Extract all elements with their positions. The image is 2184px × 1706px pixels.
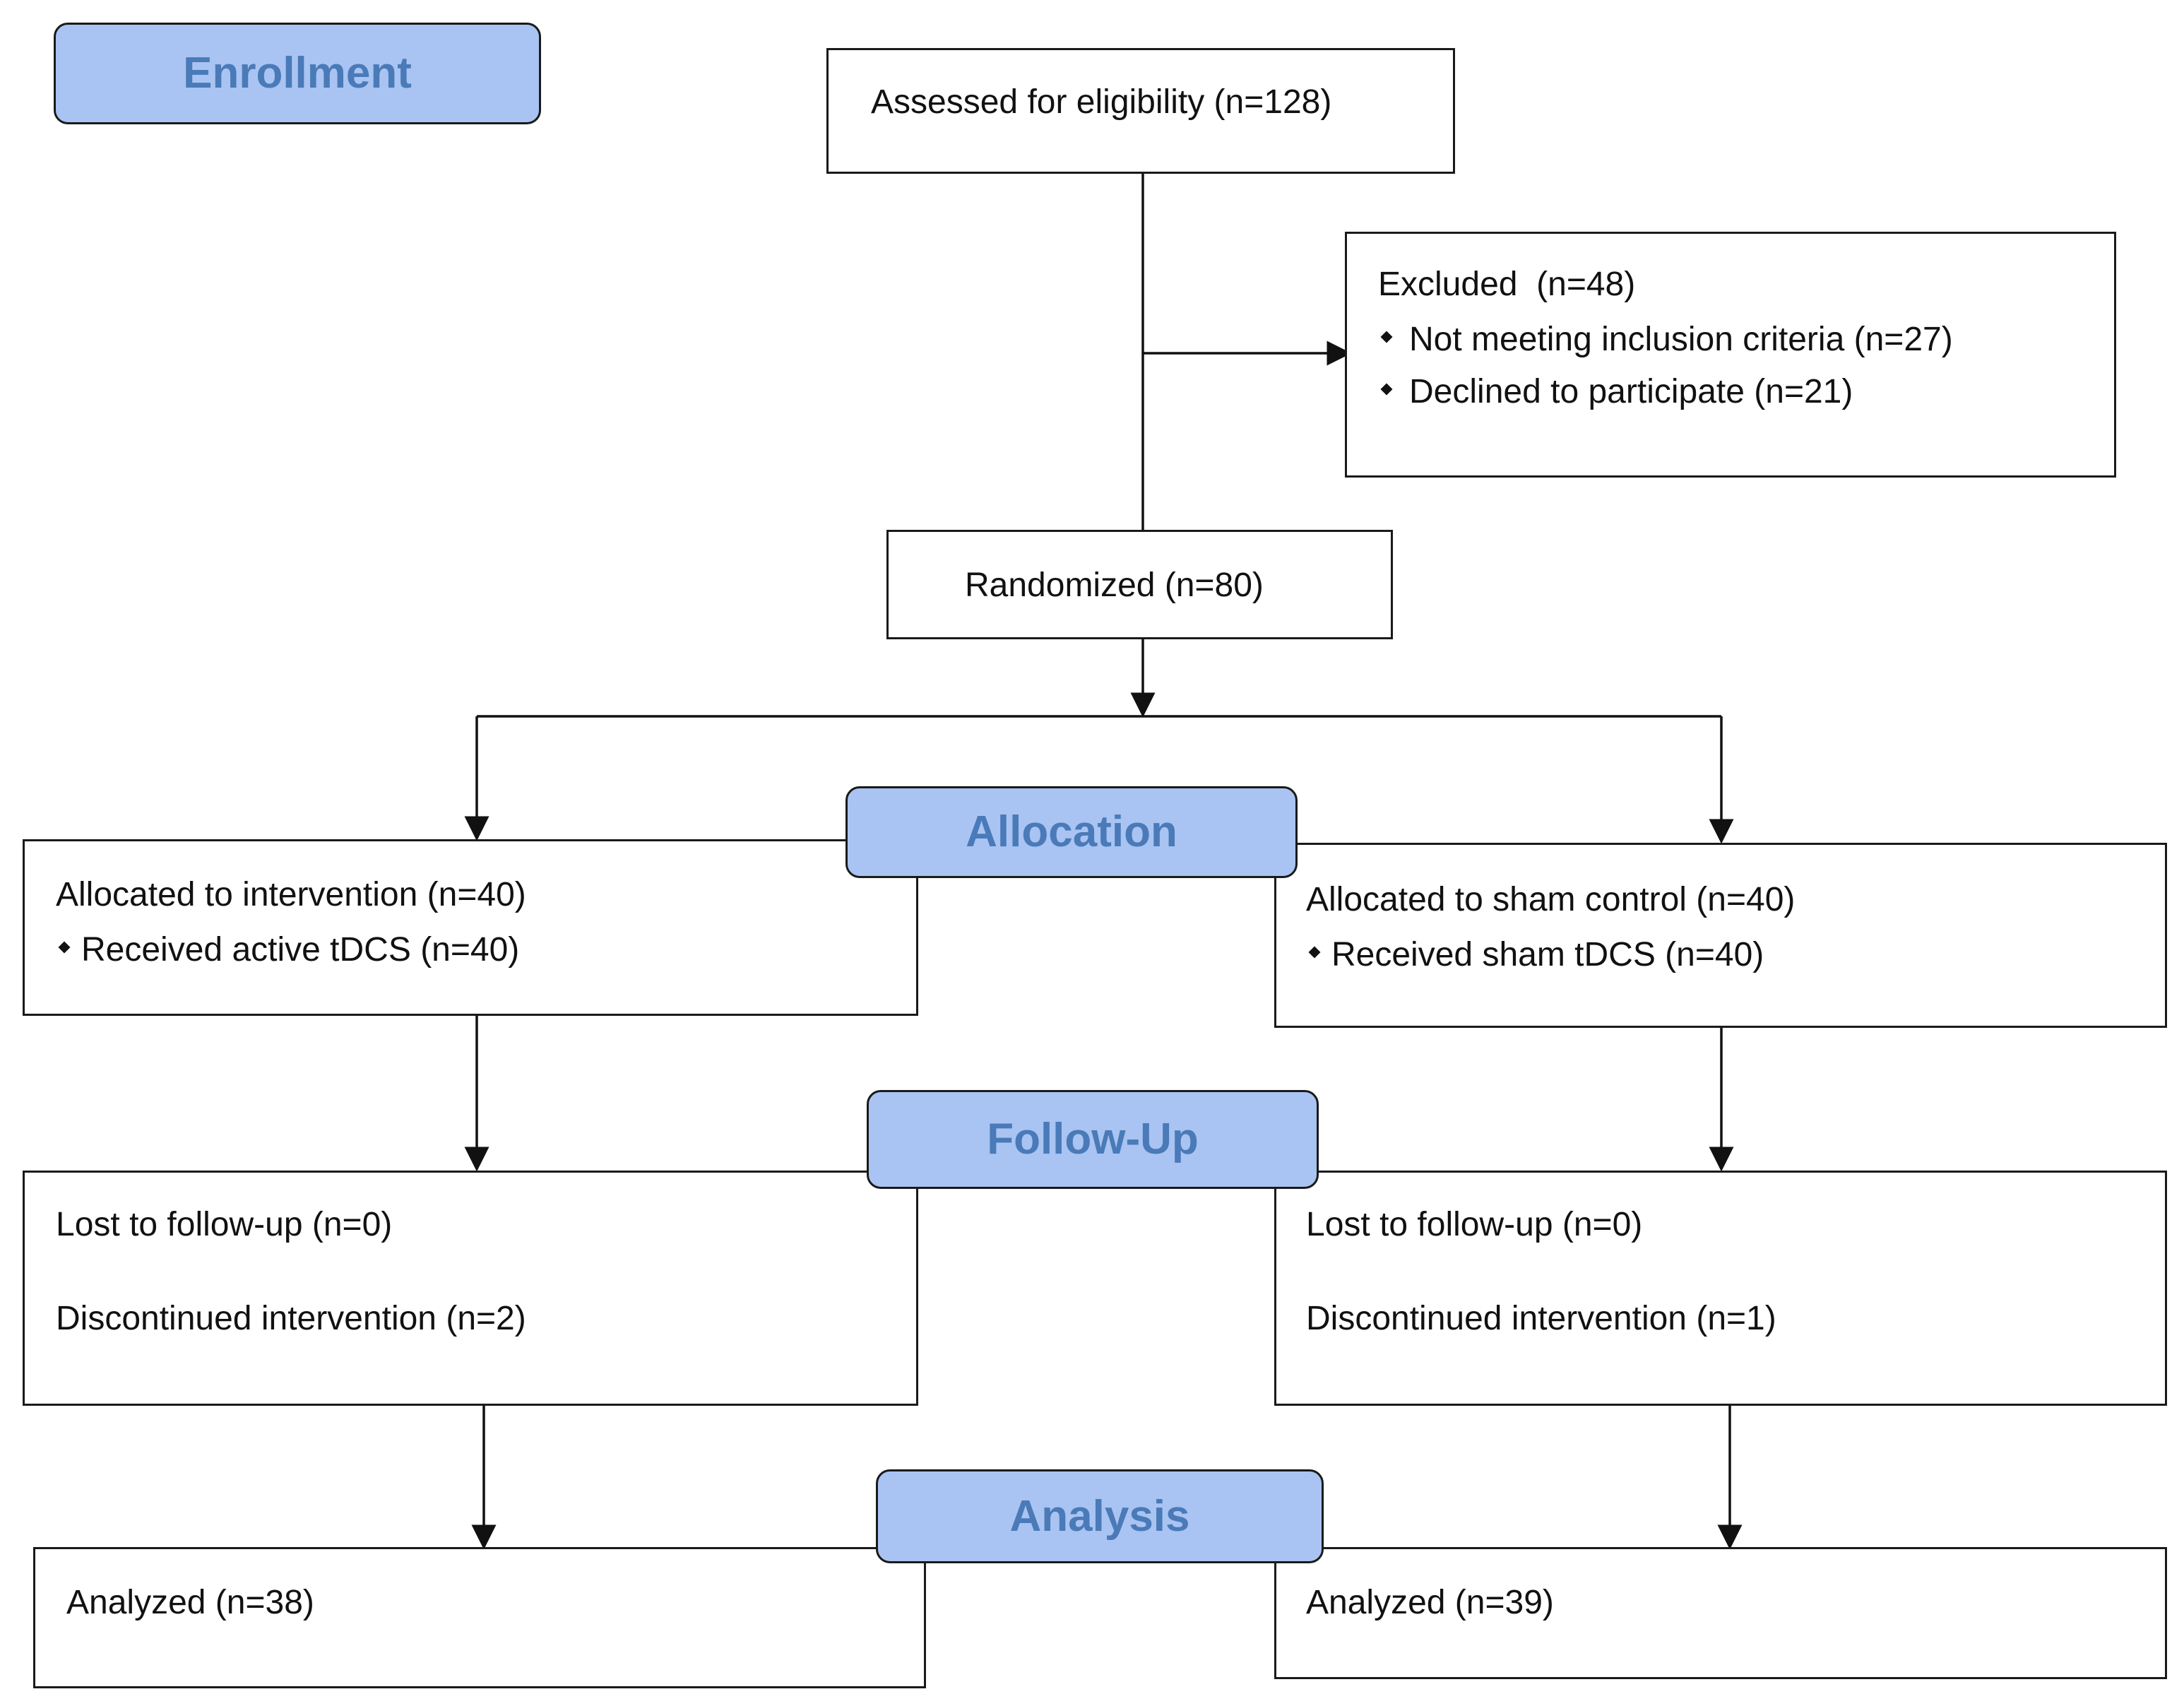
bullet-icon <box>1380 331 1393 343</box>
excluded-reason-text: Not meeting inclusion criteria (n=27) <box>1409 321 1953 358</box>
intervention-received-text: Received active tDCS (n=40) <box>81 931 520 968</box>
intervention-lost-text: Lost to follow-up (n=0) <box>56 1206 393 1243</box>
control-allocation-box: Allocated to sham control (n=40) Receive… <box>1274 843 2167 1028</box>
bullet-icon <box>58 941 71 954</box>
control-lost-text: Lost to follow-up (n=0) <box>1306 1206 1643 1243</box>
control-followup-box: Lost to follow-up (n=0) Discontinued int… <box>1274 1171 2167 1406</box>
intervention-received: Received active tDCS (n=40) <box>58 931 520 968</box>
assessed-text: Assessed for eligibility (n=128) <box>871 83 1332 121</box>
stage-enrollment: Enrollment <box>54 23 541 124</box>
stage-analysis: Analysis <box>876 1469 1324 1563</box>
stage-enrollment-label: Enrollment <box>183 49 412 97</box>
intervention-discontinued-text: Discontinued intervention (n=2) <box>56 1300 526 1337</box>
stage-allocation-label: Allocation <box>966 807 1177 856</box>
excluded-reason-text: Declined to participate (n=21) <box>1409 373 1853 410</box>
control-received-text: Received sham tDCS (n=40) <box>1331 936 1764 973</box>
intervention-allocated-text: Allocated to intervention (n=40) <box>56 876 526 913</box>
intervention-analyzed-text: Analyzed (n=38) <box>66 1584 314 1621</box>
stage-allocation: Allocation <box>845 786 1298 878</box>
bullet-icon <box>1308 946 1321 959</box>
stage-follow-up: Follow-Up <box>867 1090 1319 1189</box>
excluded-box: Excluded (n=48) Not meeting inclusion cr… <box>1345 232 2116 478</box>
stage-follow-up-label: Follow-Up <box>987 1115 1199 1163</box>
control-analysis-box: Analyzed (n=39) <box>1274 1547 2167 1679</box>
excluded-reason: Not meeting inclusion criteria (n=27) <box>1380 321 1953 358</box>
control-analyzed-text: Analyzed (n=39) <box>1306 1584 1554 1621</box>
intervention-allocation-box: Allocated to intervention (n=40) Receive… <box>23 839 918 1016</box>
intervention-followup-box: Lost to follow-up (n=0) Discontinued int… <box>23 1171 918 1406</box>
control-allocated-text: Allocated to sham control (n=40) <box>1306 881 1796 918</box>
control-received: Received sham tDCS (n=40) <box>1308 936 1764 973</box>
intervention-analysis-box: Analyzed (n=38) <box>33 1547 926 1688</box>
stage-analysis-label: Analysis <box>1009 1491 1190 1541</box>
randomized-box: Randomized (n=80) <box>886 530 1393 639</box>
randomized-text: Randomized (n=80) <box>965 567 1264 604</box>
assessed-box: Assessed for eligibility (n=128) <box>826 48 1455 174</box>
excluded-title: Excluded (n=48) <box>1378 266 1636 303</box>
excluded-reason: Declined to participate (n=21) <box>1380 373 1853 410</box>
bullet-icon <box>1380 383 1393 396</box>
control-discontinued-text: Discontinued intervention (n=1) <box>1306 1300 1776 1337</box>
